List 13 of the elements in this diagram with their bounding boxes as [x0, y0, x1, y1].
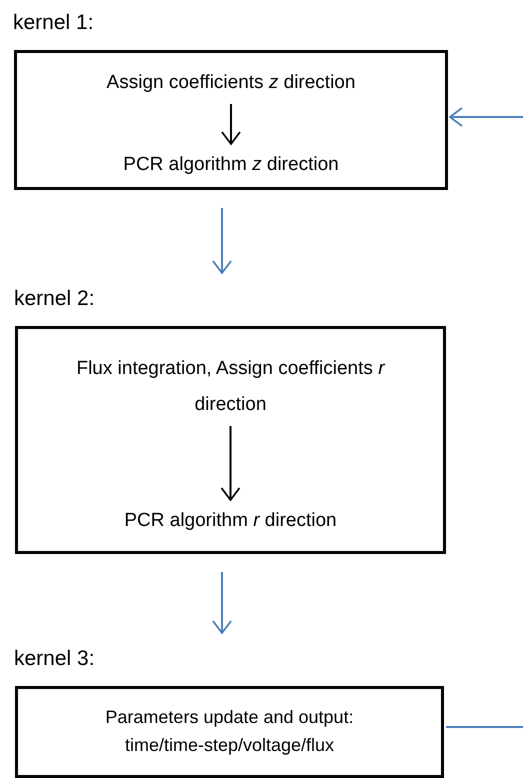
arrow: [221, 104, 241, 145]
step-text: Flux integration, Assign coefficients r direction: [63, 351, 398, 423]
arrow: [449, 107, 523, 127]
step-text: Assign coefficients z direction: [27, 65, 435, 101]
kernel-heading: kernel 3:: [14, 647, 95, 671]
arrow: [220, 426, 240, 501]
step-text: PCR algorithm r direction: [28, 503, 433, 539]
box-text: Parameters update and output: time/time-step/voltage/flux: [104, 706, 355, 757]
arrow: [212, 572, 232, 634]
kernel-heading: kernel 1:: [13, 11, 94, 35]
step-text: PCR algorithm z direction: [27, 147, 435, 183]
arrow: [212, 208, 232, 274]
kernel-heading: kernel 2:: [14, 287, 95, 311]
